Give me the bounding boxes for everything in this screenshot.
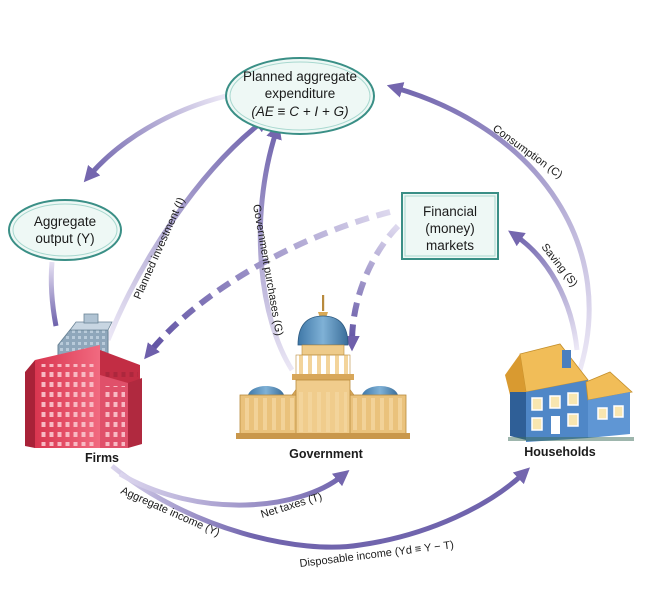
financial-markets-line2: (money) [425,221,475,236]
planned-expenditure-line1: Planned aggregate [243,69,357,84]
arrow-aggregate-income [110,464,530,550]
arrow-net-taxes [118,469,350,508]
aggregate-output-node: Aggregate output (Y) [8,199,122,261]
arrow-output-to-firms [48,261,59,327]
financial-markets-node: Financial (money) markets [401,192,499,260]
flow-arrows [48,82,592,550]
arrow-saving [508,230,580,351]
arrow-consumption [386,82,592,377]
planned-expenditure-formula: (AE ≡ C + I + G) [251,104,348,119]
planned-expenditure-node: Planned aggregate expenditure (AE ≡ C + … [225,57,375,135]
households-house-icon [505,343,634,442]
planned-investment-label: Planned investment (I) [132,196,188,301]
planned-expenditure-line2: expenditure [265,86,336,101]
financial-markets-line1: Financial [423,204,477,219]
firms-label: Firms [85,451,119,465]
net-taxes-label: Net taxes (T) [259,491,323,521]
aggregate-output-line2: output (Y) [35,231,94,246]
government-building-icon [236,295,410,439]
aggregate-output-line1: Aggregate [34,214,96,229]
households-label: Households [524,445,596,459]
financial-markets-line3: markets [426,238,474,253]
government-label: Government [289,447,363,461]
firms-building-icon [25,313,142,448]
arrow-financial-to-government [344,223,401,352]
consumption-label: Consumption (C) [490,123,564,182]
arrow-expenditure-to-output [83,93,227,183]
arrow-planned-investment [105,116,270,341]
arrow-financial-to-firms [144,209,391,360]
